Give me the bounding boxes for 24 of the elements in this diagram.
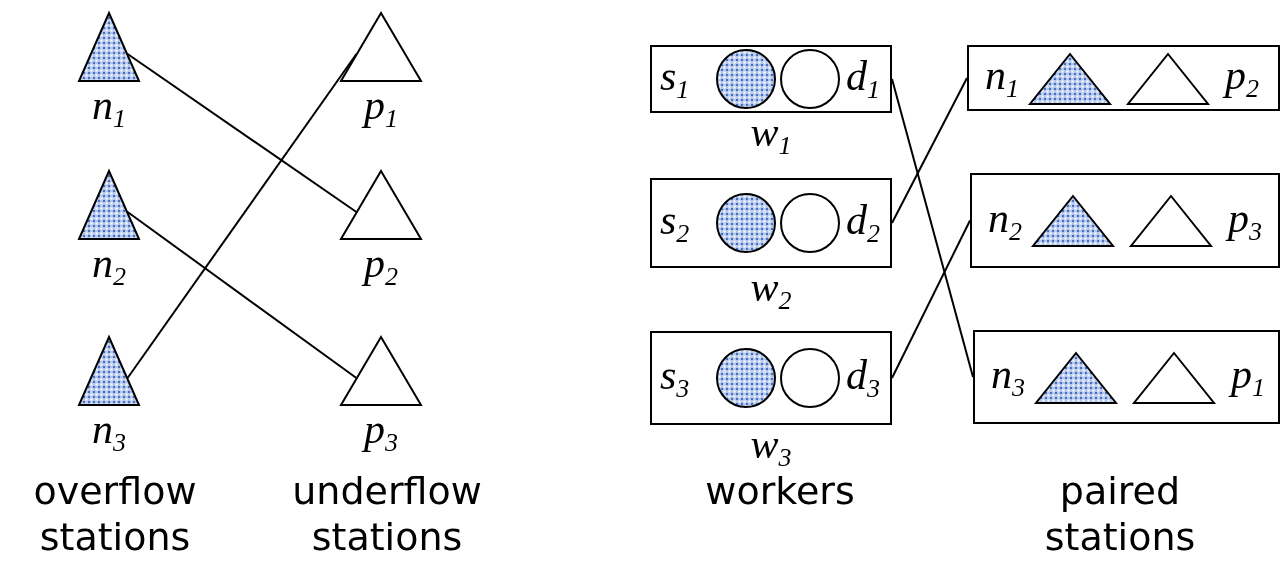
source-label: s$_{1}$ bbox=[660, 55, 690, 97]
connector-line bbox=[126, 53, 358, 379]
station-label: n$_{1}$ bbox=[92, 84, 126, 126]
worker-label: w$_{1}$ bbox=[750, 111, 792, 153]
source-label: s$_{2}$ bbox=[660, 199, 690, 241]
group-caption: paired stations bbox=[1043, 468, 1197, 560]
destination-label: d$_{3}$ bbox=[846, 354, 880, 396]
station-label: n$_{3}$ bbox=[92, 408, 126, 450]
station-label: n$_{2}$ bbox=[988, 196, 1022, 239]
connector-line bbox=[891, 77, 968, 224]
station-label: n$_{2}$ bbox=[92, 242, 126, 284]
connector-line bbox=[891, 219, 971, 379]
destination-label: d$_{1}$ bbox=[846, 55, 880, 97]
connector-line bbox=[126, 53, 358, 213]
group-caption: overflow stations bbox=[32, 468, 198, 560]
destination-label: d$_{2}$ bbox=[846, 199, 880, 241]
source-label: s$_{3}$ bbox=[660, 354, 690, 396]
worker-label: w$_{3}$ bbox=[750, 423, 792, 465]
group-caption: underflow stations bbox=[291, 468, 483, 560]
worker-label: w$_{2}$ bbox=[750, 266, 792, 308]
station-label: n$_{1}$ bbox=[985, 54, 1019, 96]
group-caption: workers bbox=[704, 468, 856, 514]
station-label: n$_{3}$ bbox=[991, 353, 1025, 395]
connector-line bbox=[126, 211, 358, 379]
